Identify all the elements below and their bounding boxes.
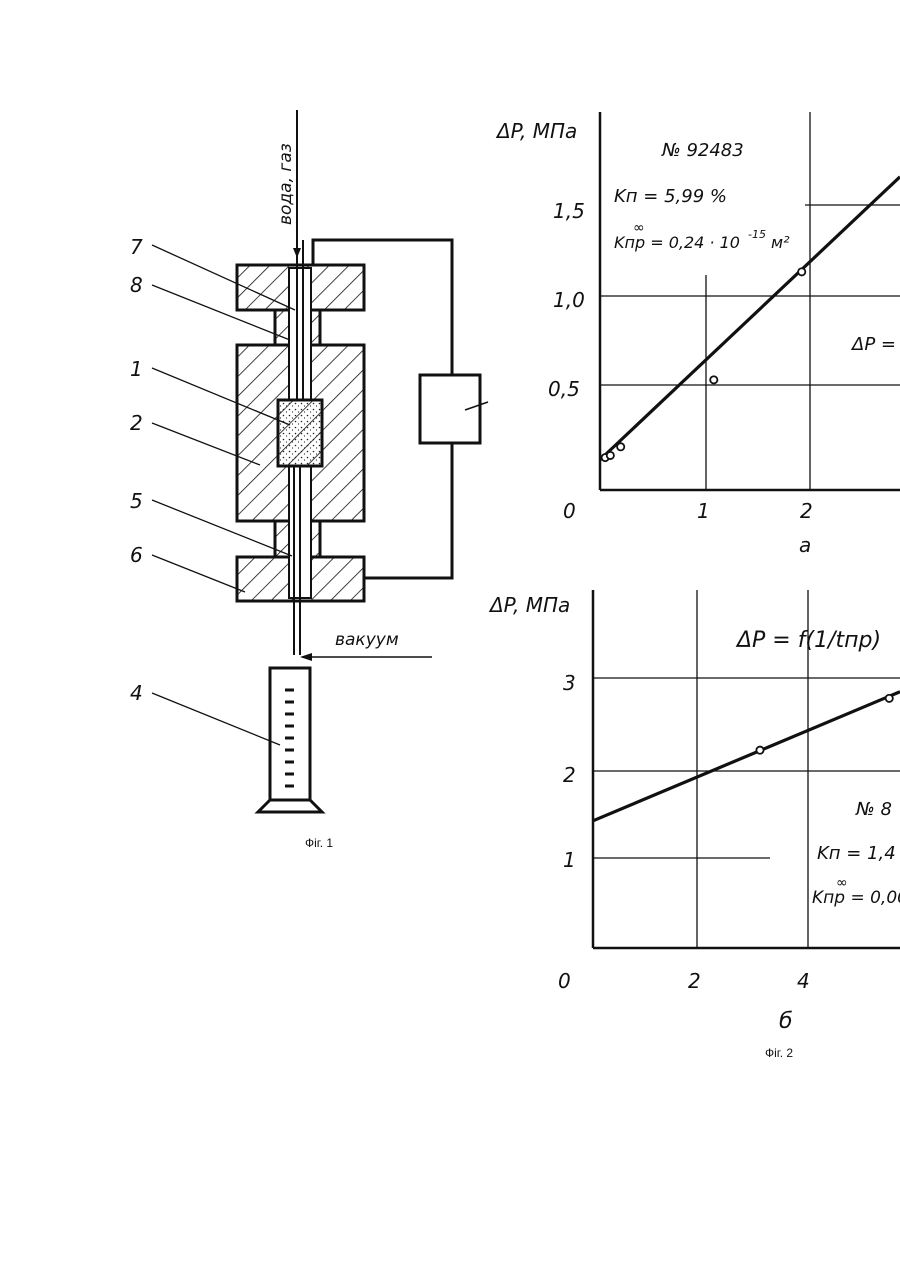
fig2-caption: Фіг. 2 — [765, 1046, 793, 1060]
chart-b-xtick-2: 4 — [797, 969, 810, 993]
inlet-arrow — [293, 248, 301, 258]
chart-a-sample: № 92483 — [661, 140, 744, 161]
chart-a-ytick-1: 1,5 — [553, 199, 585, 223]
chart-a-ytick-3: 0,5 — [548, 377, 580, 401]
rock-sample — [278, 400, 322, 466]
chart-a-xlabel: а — [799, 533, 811, 557]
callout-2: 2 — [130, 411, 143, 435]
chart-b-kp: Kп = 1,4 — [817, 843, 896, 864]
inner-bore-upper — [289, 268, 311, 400]
chart-a-grid — [600, 112, 900, 490]
chart-b-ytick-3: 1 — [563, 848, 576, 872]
chart-b-ytick-1: 3 — [563, 671, 576, 695]
chart-a-data-point-4 — [710, 376, 717, 383]
chart-b-origin: 0 — [558, 969, 571, 993]
measuring-cylinder — [270, 668, 310, 800]
callout-7: 7 — [130, 235, 143, 259]
chart-b-data-point-2 — [886, 695, 893, 702]
cylinder-base — [258, 800, 322, 812]
apparatus-diagram — [152, 110, 488, 812]
chart-b-fit-line — [593, 692, 900, 821]
fig1-caption: Фіг. 1 — [305, 836, 333, 850]
chart-a-data-point-3 — [617, 443, 624, 450]
callout-4: 4 — [130, 681, 143, 705]
gauge-line-bottom — [364, 443, 452, 578]
chart-b-equation: ΔP = f(1/tпр) — [735, 628, 881, 653]
callout-labels: 7 8 1 2 5 6 4 — [130, 235, 143, 705]
chart-a-kpr-exp: -15 — [748, 228, 766, 241]
callout-5: 5 — [130, 489, 143, 513]
vacuum-label: вакуум — [335, 630, 399, 650]
pressure-gauge-box — [420, 375, 480, 443]
chart-a-xtick-1: 1 — [697, 499, 710, 523]
chart-a-ytick-2: 1,0 — [553, 288, 585, 312]
chart-b-xlabel: б — [779, 1009, 793, 1034]
inlet-label: вода, газ — [276, 143, 296, 225]
chart-a-data-point-5 — [798, 268, 805, 275]
chart-a-origin: 0 — [563, 499, 576, 523]
chart-b-data-point-1 — [756, 747, 763, 754]
chart-b-ylabel: ΔP, МПа — [488, 593, 570, 617]
chart-a-xtick-2: 2 — [800, 499, 813, 523]
callout-1: 1 — [130, 357, 143, 381]
chart-a-kpr: Kпр = 0,24 · 10 — [614, 233, 740, 252]
vacuum-arrow — [300, 653, 312, 661]
chart-a-data-point-2 — [607, 452, 614, 459]
chart-a: ΔP, МПа 1,5 1,0 0,5 0 1 2 а № 92483 Kп =… — [495, 112, 900, 557]
chart-a-ylabel: ΔP, МПа — [495, 119, 577, 143]
chart-a-kpr-unit: м² — [771, 233, 790, 252]
chart-b: ΔP, МПа 3 2 1 0 2 4 б ΔP = f(1/tпр) № 8 … — [488, 590, 900, 1034]
chart-b-xtick-1: 2 — [688, 969, 701, 993]
callout-8: 8 — [130, 273, 143, 297]
chart-b-kpr: Kпр = 0,00 — [812, 888, 900, 908]
chart-a-fit-line — [600, 177, 900, 460]
chart-a-points — [602, 268, 806, 461]
chart-a-equation: ΔP = — [850, 334, 896, 355]
chart-b-ytick-2: 2 — [563, 763, 576, 787]
chart-b-sample: № 8 — [855, 799, 892, 820]
callout-6: 6 — [130, 543, 143, 567]
chart-a-kp: Kп = 5,99 % — [614, 186, 727, 207]
